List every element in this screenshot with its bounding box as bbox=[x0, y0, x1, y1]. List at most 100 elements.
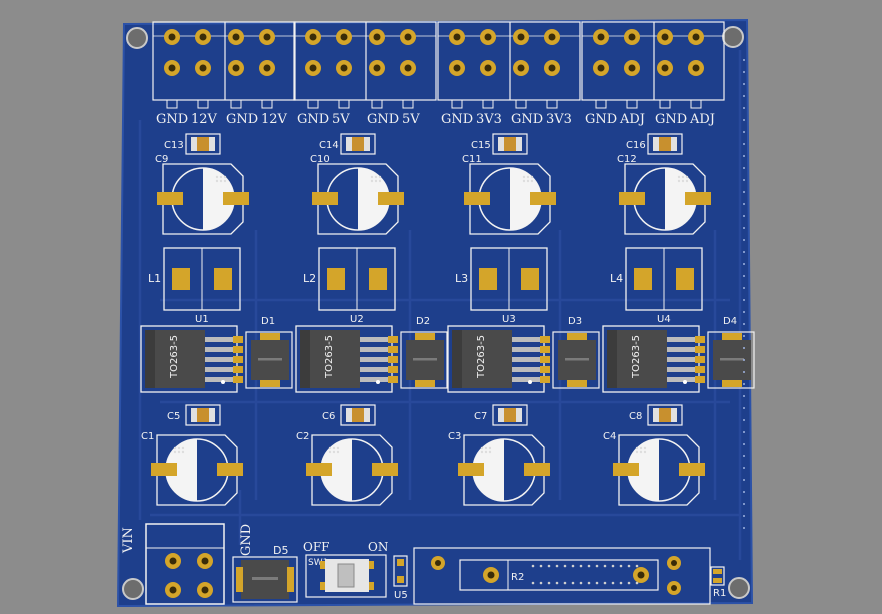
terminal-gnd-label: GND bbox=[511, 112, 543, 127]
terminal-gnd-label: GND bbox=[367, 112, 399, 127]
mount-hole-tr bbox=[722, 26, 744, 48]
header-pin bbox=[635, 564, 639, 568]
terminal-block-outline bbox=[152, 21, 296, 101]
r1-outline bbox=[710, 566, 725, 586]
edge-via bbox=[743, 347, 745, 349]
vin-label: VIN bbox=[121, 527, 136, 554]
edge-via bbox=[743, 287, 745, 289]
edge-via bbox=[743, 407, 745, 409]
u5-led bbox=[393, 555, 408, 587]
edge-via bbox=[743, 71, 745, 73]
regulator-lead bbox=[667, 337, 701, 342]
inductor-label: L2 bbox=[303, 272, 316, 285]
edge-via bbox=[743, 59, 745, 61]
r1-label: R1 bbox=[713, 588, 726, 599]
edge-via bbox=[743, 527, 745, 529]
header-pin bbox=[571, 581, 575, 585]
cap-bottom-large-label: C2 bbox=[296, 431, 309, 442]
mount-hole-br bbox=[728, 577, 750, 599]
regulator-lead bbox=[360, 337, 394, 342]
header-pin bbox=[555, 581, 559, 585]
edge-via bbox=[743, 275, 745, 277]
edge-via bbox=[743, 467, 745, 469]
switch-slider[interactable] bbox=[337, 563, 355, 588]
regulator-label: U3 bbox=[502, 314, 516, 325]
header-pin bbox=[563, 581, 567, 585]
regulator-lead bbox=[360, 357, 394, 362]
regulator-lead bbox=[512, 357, 546, 362]
cap-top-small-label: C13 bbox=[164, 140, 184, 151]
terminal-block-outline bbox=[293, 21, 437, 101]
mount-hole-tl bbox=[126, 27, 148, 49]
header-outline bbox=[413, 547, 711, 605]
edge-via bbox=[743, 359, 745, 361]
diode-outline bbox=[552, 331, 600, 389]
inductor-label: L1 bbox=[148, 272, 161, 285]
edge-via bbox=[743, 251, 745, 253]
edge-via bbox=[743, 191, 745, 193]
regulator-package-label: TO263-5 bbox=[631, 335, 642, 379]
edge-via bbox=[743, 155, 745, 157]
header-pin bbox=[587, 564, 591, 568]
header-pin bbox=[627, 581, 631, 585]
header-pin bbox=[531, 564, 535, 568]
edge-via bbox=[743, 323, 745, 325]
header-pin bbox=[603, 564, 607, 568]
ceramic-capacitor bbox=[647, 133, 683, 155]
ceramic-capacitor bbox=[647, 404, 683, 426]
cap-top-small-label: C14 bbox=[319, 140, 339, 151]
header-pin bbox=[603, 581, 607, 585]
cap-bottom-small-label: C8 bbox=[629, 411, 642, 422]
diode-label: D2 bbox=[416, 316, 430, 327]
terminal-gnd-label: GND bbox=[655, 112, 687, 127]
edge-via bbox=[743, 395, 745, 397]
diode-outline bbox=[245, 331, 293, 389]
regulator-package-label: TO263-5 bbox=[476, 335, 487, 379]
electrolytic-capacitor bbox=[613, 434, 705, 506]
inductor-label: L4 bbox=[610, 272, 623, 285]
edge-via bbox=[743, 119, 745, 121]
input-section: VIN GND D5 OFF ON SW1 U5 bbox=[121, 59, 745, 605]
cap-top-large-label: C12 bbox=[617, 154, 637, 165]
inductor-pad bbox=[634, 268, 652, 290]
header-pin bbox=[547, 564, 551, 568]
diode-label: D4 bbox=[723, 316, 737, 327]
edge-via bbox=[743, 131, 745, 133]
switch-outline bbox=[305, 554, 387, 598]
regulator-channels: C13C9L1U1TO263-5D1C5C1C14C10L2U2TO263-5D… bbox=[140, 133, 755, 506]
header-pin bbox=[619, 581, 623, 585]
regulator-lead bbox=[205, 357, 239, 362]
electrolytic-capacitor bbox=[157, 163, 249, 235]
regulator-lead bbox=[205, 347, 239, 352]
regulator-lead bbox=[205, 377, 239, 382]
inductor-pad bbox=[676, 268, 694, 290]
terminal-voltage-label: 3V3 bbox=[546, 112, 572, 127]
edge-via bbox=[743, 515, 745, 517]
regulator-lead bbox=[360, 377, 394, 382]
edge-via bbox=[743, 203, 745, 205]
regulator-package-label: TO263-5 bbox=[324, 335, 335, 379]
edge-via bbox=[743, 227, 745, 229]
regulator-package-label: TO263-5 bbox=[169, 335, 180, 379]
edge-via bbox=[743, 419, 745, 421]
terminal-voltage-label: 5V bbox=[332, 112, 350, 127]
inductor-pad bbox=[214, 268, 232, 290]
header-pin bbox=[611, 581, 615, 585]
regulator-lead bbox=[512, 337, 546, 342]
terminal-voltage-label: 5V bbox=[402, 112, 420, 127]
edge-via bbox=[743, 239, 745, 241]
cap-top-large-label: C10 bbox=[310, 154, 330, 165]
header-pin bbox=[539, 564, 543, 568]
r2-label: R2 bbox=[511, 572, 524, 583]
regulator-lead bbox=[667, 377, 701, 382]
electrolytic-capacitor bbox=[464, 163, 556, 235]
header-pin-row bbox=[531, 59, 745, 585]
pcb-board bbox=[118, 20, 752, 606]
regulator-lead bbox=[360, 347, 394, 352]
terminal-voltage-label: 12V bbox=[191, 112, 218, 127]
edge-via bbox=[743, 83, 745, 85]
ceramic-capacitor bbox=[185, 404, 221, 426]
header-pin bbox=[627, 564, 631, 568]
terminal-block-outline bbox=[581, 21, 725, 101]
